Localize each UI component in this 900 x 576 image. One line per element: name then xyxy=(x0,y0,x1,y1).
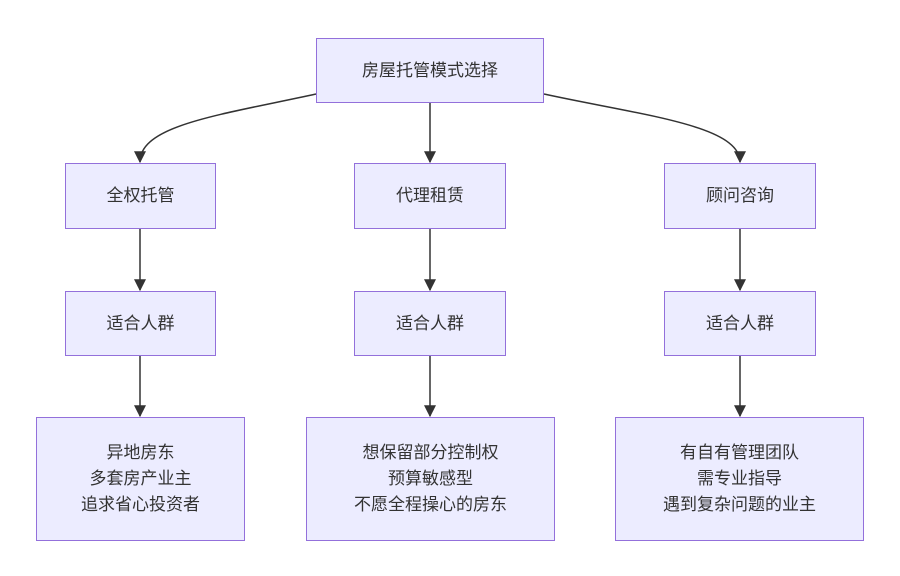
details-line: 异地房东 xyxy=(106,443,175,463)
details-line: 不愿全程操心的房东 xyxy=(354,495,507,515)
details-line: 追求省心投资者 xyxy=(81,495,200,515)
mode-label: 顾问咨询 xyxy=(706,186,774,206)
audience-node-agency-leasing: 适合人群 xyxy=(354,291,506,356)
edge-root-to-consulting xyxy=(543,93,746,164)
details-line: 有自有管理团队 xyxy=(680,443,799,463)
details-node-consulting: 有自有管理团队 需专业指导 遇到复杂问题的业主 xyxy=(615,417,864,541)
details-node-agency-leasing: 想保留部分控制权 预算敏感型 不愿全程操心的房东 xyxy=(306,417,555,541)
root-node: 房屋托管模式选择 xyxy=(316,38,544,103)
mode-node-full-management: 全权托管 xyxy=(65,163,216,229)
audience-label: 适合人群 xyxy=(396,313,464,334)
details-line: 预算敏感型 xyxy=(388,469,473,489)
details-line: 多套房产业主 xyxy=(89,469,192,489)
details-line: 遇到复杂问题的业主 xyxy=(663,495,816,515)
details-line: 想保留部分控制权 xyxy=(362,443,499,463)
audience-node-full-management: 适合人群 xyxy=(65,291,216,356)
mode-node-consulting: 顾问咨询 xyxy=(664,163,816,229)
audience-node-consulting: 适合人群 xyxy=(664,291,816,356)
details-line: 需专业指导 xyxy=(697,469,782,489)
audience-label: 适合人群 xyxy=(106,313,175,334)
details-node-full-management: 异地房东 多套房产业主 追求省心投资者 xyxy=(36,417,245,541)
root-node-label: 房屋托管模式选择 xyxy=(362,60,498,81)
mode-label: 全权托管 xyxy=(106,186,175,206)
mode-label: 代理租赁 xyxy=(396,186,464,206)
edge-root-to-full-management xyxy=(134,93,317,164)
mode-node-agency-leasing: 代理租赁 xyxy=(354,163,506,229)
audience-label: 适合人群 xyxy=(706,313,774,334)
